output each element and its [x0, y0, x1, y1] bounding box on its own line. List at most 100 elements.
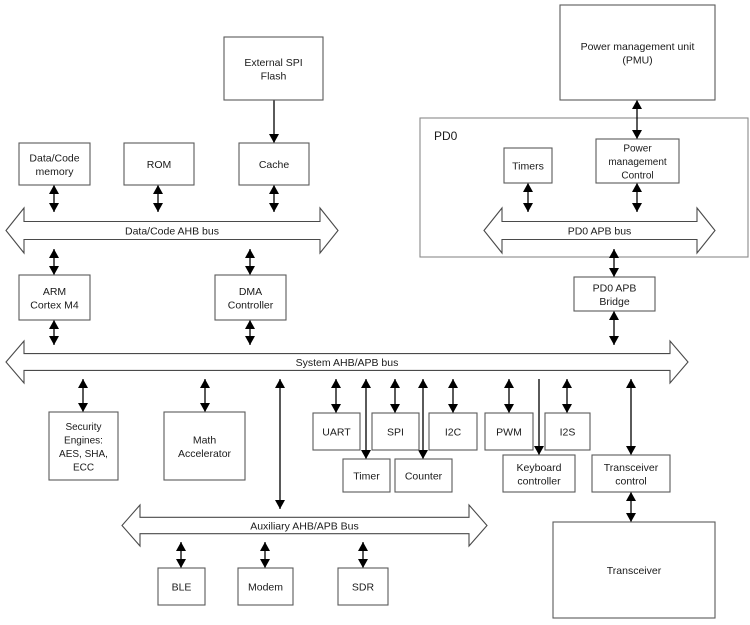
- node-box-transceiver_ctrl: [591, 454, 671, 493]
- node-box-security_engines: [48, 411, 119, 481]
- node-label-pm_control: Control: [621, 171, 653, 182]
- node-label-i2c: I2C: [445, 427, 462, 439]
- node-label-rom: ROM: [147, 159, 172, 171]
- connector-transceiverctrl-to-transceiver: [626, 492, 636, 522]
- node-box-transceiver: [552, 521, 716, 619]
- node-label-pd0_apb_bridge: PD0 APB: [593, 282, 637, 294]
- node-box-keyboard_ctrl: [502, 454, 576, 493]
- connector-pd0apb-to-bridge: [609, 249, 619, 277]
- node-box-spi: [371, 412, 420, 451]
- connector-system-to-i2c: [448, 379, 458, 413]
- node-label-ble: BLE: [172, 582, 192, 594]
- node-label-counter: Counter: [405, 471, 443, 483]
- connector-system-to-counter: [418, 379, 428, 459]
- connector-system-to-keyboard: [534, 379, 544, 455]
- node-label-pd0_apb_bridge: Bridge: [599, 296, 630, 308]
- connector-system-to-auxbus: [275, 379, 285, 509]
- bus-label-aux_ahb: Auxiliary AHB/APB Bus: [250, 521, 359, 533]
- bus-label-datacode_ahb: Data/Code AHB bus: [125, 226, 219, 238]
- node-box-arm_cortex_m4: [18, 274, 91, 321]
- connector-timers-to-pd0apb: [523, 183, 533, 212]
- node-counter: Counter: [394, 458, 453, 493]
- node-spi: SPI: [371, 412, 420, 451]
- node-uart: UART: [312, 412, 361, 451]
- connector-system-to-uart: [331, 379, 341, 413]
- node-label-security_engines: ECC: [73, 462, 94, 473]
- node-label-transceiver: Transceiver: [607, 565, 662, 577]
- node-label-dma_controller: Controller: [228, 299, 274, 311]
- node-ble: BLE: [157, 567, 206, 606]
- node-label-ext_spi_flash: Flash: [261, 70, 287, 82]
- connector-auxbus-to-modem: [260, 542, 270, 568]
- connector-ahb-to-dma: [245, 249, 255, 275]
- node-label-timer: Timer: [353, 471, 380, 483]
- connector-system-to-security: [78, 379, 88, 412]
- node-box-pmu: [559, 4, 716, 101]
- node-label-keyboard_ctrl: Keyboard: [517, 462, 562, 474]
- connector-system-to-spi: [390, 379, 400, 413]
- node-modem: Modem: [237, 567, 294, 606]
- node-label-arm_cortex_m4: Cortex M4: [30, 299, 79, 311]
- node-label-datacode_memory: memory: [36, 166, 75, 178]
- connector-cache-to-ahb: [269, 185, 279, 212]
- bus-label-pd0_apb: PD0 APB bus: [568, 226, 632, 238]
- node-label-arm_cortex_m4: ARM: [43, 286, 66, 298]
- connector-system-to-math: [200, 379, 210, 412]
- node-i2s: I2S: [544, 412, 591, 451]
- connector-pmcontrol-to-pd0apb: [632, 183, 642, 212]
- node-label-dma_controller: DMA: [239, 286, 262, 298]
- node-label-modem: Modem: [248, 582, 283, 594]
- connector-flash-to-cache: [269, 100, 279, 143]
- node-timer: Timer: [342, 458, 391, 493]
- node-label-keyboard_ctrl: controller: [517, 475, 561, 487]
- connector-system-to-timer: [361, 379, 371, 459]
- node-label-timers: Timers: [512, 161, 544, 173]
- node-timers: Timers: [503, 147, 553, 184]
- node-cache: Cache: [238, 142, 310, 186]
- node-label-pmu: Power management unit: [581, 41, 695, 53]
- node-label-pwm: PWM: [496, 427, 522, 439]
- connector-pmu-to-pmcontrol: [632, 100, 642, 139]
- node-box-counter: [394, 458, 453, 493]
- connector-cortex-to-system: [49, 320, 59, 345]
- node-label-security_engines: Engines:: [64, 435, 103, 446]
- node-label-i2s: I2S: [560, 427, 576, 439]
- node-pmu: Power management unit(PMU): [559, 4, 716, 101]
- node-pwm: PWM: [484, 412, 534, 451]
- node-label-security_engines: Security: [65, 422, 101, 433]
- node-label-security_engines: AES, SHA,: [59, 449, 108, 460]
- node-label-datacode_memory: Data/Code: [29, 152, 79, 164]
- node-label-transceiver_ctrl: Transceiver: [604, 462, 659, 474]
- connector-system-to-transceiverctrl: [626, 379, 636, 455]
- node-label-ext_spi_flash: External SPI: [244, 57, 302, 69]
- node-label-pm_control: Power: [623, 144, 652, 155]
- node-label-transceiver_ctrl: control: [615, 475, 647, 487]
- node-rom: ROM: [123, 142, 195, 186]
- node-box-uart: [312, 412, 361, 451]
- node-label-sdr: SDR: [352, 582, 375, 594]
- node-datacode_memory: Data/Code memory: [18, 142, 91, 186]
- group-label-pd0: PD0: [434, 129, 458, 143]
- node-box-dma_controller: [214, 274, 287, 321]
- connector-ahb-to-cortex: [49, 249, 59, 275]
- connector-dma-to-system: [245, 320, 255, 345]
- node-label-pmu: (PMU): [622, 54, 652, 66]
- node-box-timer: [342, 458, 391, 493]
- node-label-uart: UART: [322, 427, 351, 439]
- node-box-modem: [237, 567, 294, 606]
- node-box-ble: [157, 567, 206, 606]
- node-pd0_apb_bridge: PD0 APB Bridge: [573, 276, 656, 312]
- connector-system-to-pwm: [504, 379, 514, 413]
- node-box-rom: [123, 142, 195, 186]
- node-label-pm_control: management: [608, 157, 667, 168]
- bus-system_ahb: [5, 339, 689, 385]
- node-box-i2s: [544, 412, 591, 451]
- connector-bridge-to-system: [609, 311, 619, 345]
